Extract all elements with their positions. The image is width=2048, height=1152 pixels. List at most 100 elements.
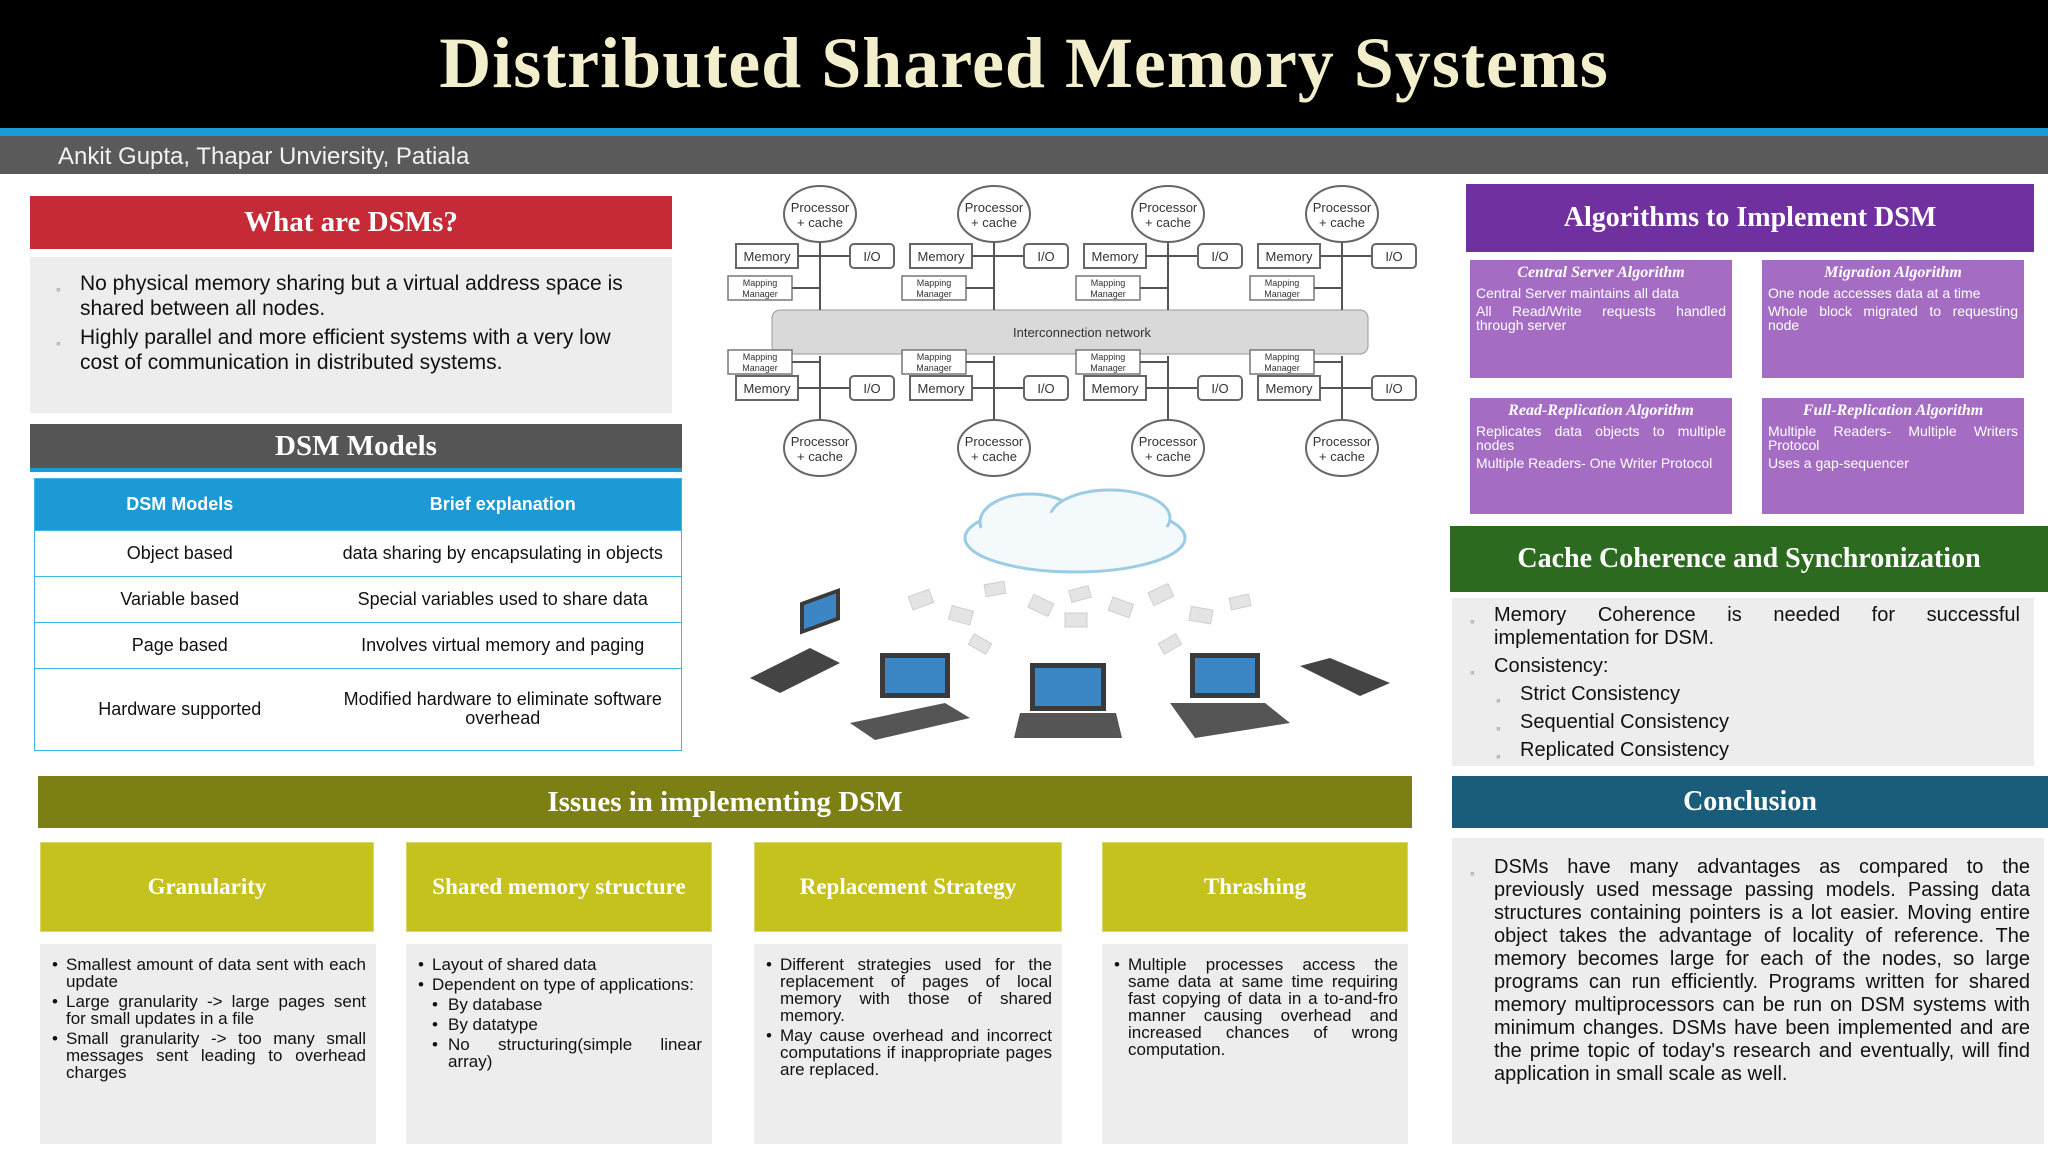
laptop-icon <box>1170 653 1290 738</box>
table-cell: Special variables used to share data <box>324 575 682 623</box>
what-bullet: No physical memory sharing but a virtual… <box>48 271 654 321</box>
processor-node <box>783 185 857 243</box>
mapping-label: Mapping <box>743 352 778 362</box>
io-box <box>849 375 895 401</box>
io-label: I/O <box>1385 381 1402 396</box>
io-box <box>1197 375 1243 401</box>
cache-sub-bullet: Strict Consistency <box>1462 683 2020 712</box>
network-label: Interconnection network <box>1013 325 1152 340</box>
processor-node <box>1131 419 1205 477</box>
algorithm-line: Multiple Readers- One Writer Protocol <box>1476 455 1713 471</box>
memory-label: Memory <box>1092 381 1139 396</box>
poster-title: Distributed Shared Memory Systems <box>439 23 1609 103</box>
cache-sub-bullet: Replicated Consistency <box>1462 739 2020 768</box>
conclusion-heading: Conclusion <box>1452 776 2048 828</box>
models-table: DSM Models Brief explanation Object base… <box>34 478 682 751</box>
manager-label: Manager <box>742 363 778 373</box>
cache-label: + cache <box>797 449 843 464</box>
mapping-manager-box <box>727 275 793 301</box>
what-box: No physical memory sharing but a virtual… <box>30 257 672 413</box>
issue-bullet: Small granularity -> too many small mess… <box>48 1030 366 1081</box>
issue-box: Layout of shared data Dependent on type … <box>406 944 712 1144</box>
laptop-icon <box>750 587 840 693</box>
memory-label: Memory <box>1266 381 1313 396</box>
cache-label: + cache <box>971 449 1017 464</box>
processor-node <box>957 419 1031 477</box>
processor-node <box>1305 419 1379 477</box>
memory-label: Memory <box>1266 249 1313 264</box>
cache-label: + cache <box>1319 215 1365 230</box>
issue-title: Thrashing <box>1102 842 1408 932</box>
memory-label: Memory <box>1092 249 1139 264</box>
cloud-network-illustration <box>750 488 1390 740</box>
cache-sub-bullet: Sequential Consistency <box>1462 711 2020 740</box>
memory-box <box>909 375 973 401</box>
conclusion-text: DSMs have many advantages as compared to… <box>1462 856 2030 1086</box>
issue-bullet: Multiple processes access the same data … <box>1110 956 1398 1058</box>
io-label: I/O <box>1385 249 1402 264</box>
table-header-row: DSM Models Brief explanation <box>34 478 682 531</box>
models-heading: DSM Models <box>30 424 682 472</box>
cache-label: + cache <box>1145 449 1191 464</box>
algorithm-title: Migration Algorithm <box>1824 264 1962 281</box>
processor-node <box>1305 185 1379 243</box>
memory-label: Memory <box>918 381 965 396</box>
table-cell: Involves virtual memory and paging <box>324 621 682 669</box>
title-divider <box>0 128 2048 136</box>
mapping-label: Mapping <box>1265 352 1300 362</box>
io-label: I/O <box>1037 381 1054 396</box>
io-label: I/O <box>1037 249 1054 264</box>
issue-bullet: Dependent on type of applications: <box>414 976 702 993</box>
manager-label: Manager <box>1264 289 1300 299</box>
issue-sub-bullet: By database <box>414 996 702 1013</box>
algorithm-card: Migration Algorithm One node accesses da… <box>1762 260 2024 378</box>
issues-heading: Issues in implementing DSM <box>38 776 1412 828</box>
manager-label: Manager <box>742 289 778 299</box>
io-label: I/O <box>1211 249 1228 264</box>
issue-sub-bullet: No structuring(simple linear array) <box>414 1036 702 1070</box>
table-row: Variable based Special variables used to… <box>34 575 682 623</box>
issue-title: Shared memory structure <box>406 842 712 932</box>
laptop-icon <box>850 653 970 740</box>
cache-label: + cache <box>1319 449 1365 464</box>
io-label: I/O <box>1211 381 1228 396</box>
io-label: I/O <box>863 381 880 396</box>
issue-sub-bullet: By datatype <box>414 1016 702 1033</box>
io-box <box>849 243 895 269</box>
manager-label: Manager <box>1090 363 1126 373</box>
manager-label: Manager <box>1264 363 1300 373</box>
processor-label: Processor <box>1139 434 1198 449</box>
cache-label: + cache <box>971 215 1017 230</box>
title-bar <box>0 0 2048 128</box>
algorithm-title: Central Server Algorithm <box>1517 264 1685 281</box>
algorithm-line: Replicates data objects to multiple node… <box>1476 423 1726 453</box>
issue-bullet: Smallest amount of data sent with each u… <box>48 956 366 990</box>
mapping-label: Mapping <box>917 278 952 288</box>
table-row: Hardware supported Modified hardware to … <box>34 667 682 751</box>
algorithm-line: One node accesses data at a time <box>1768 285 1981 301</box>
algorithm-card: Read-Replication Algorithm Replicates da… <box>1470 398 1732 514</box>
issue-bullet: Layout of shared data <box>414 956 702 973</box>
author-line: Ankit Gupta, Thapar Unviersity, Patiala <box>58 143 470 170</box>
table-row: Page based Involves virtual memory and p… <box>34 621 682 669</box>
cache-bullet: Consistency: <box>1462 655 2020 684</box>
cloud-icon <box>963 488 1187 574</box>
interconnection-network <box>771 309 1369 355</box>
processor-node <box>1131 185 1205 243</box>
issue-bullet: Different strategies used for the replac… <box>762 956 1052 1024</box>
issue-bullet: May cause overhead and incorrect computa… <box>762 1027 1052 1078</box>
conclusion-box: DSMs have many advantages as compared to… <box>1452 838 2044 1144</box>
memory-box <box>735 375 799 401</box>
algorithms-heading: Algorithms to Implement DSM <box>1466 184 2034 252</box>
mapping-label: Mapping <box>1091 352 1126 362</box>
memory-box <box>909 243 973 269</box>
mapping-manager-box <box>901 349 967 375</box>
issue-box: Different strategies used for the replac… <box>754 944 1062 1144</box>
mapping-label: Mapping <box>1265 278 1300 288</box>
documents-icon <box>907 580 1252 655</box>
algorithm-line: Uses a gap-sequencer <box>1768 455 1909 471</box>
table-cell: Page based <box>34 621 325 669</box>
algorithm-card: Central Server Algorithm Central Server … <box>1470 260 1732 378</box>
algorithm-title: Full-Replication Algorithm <box>1802 402 1984 419</box>
